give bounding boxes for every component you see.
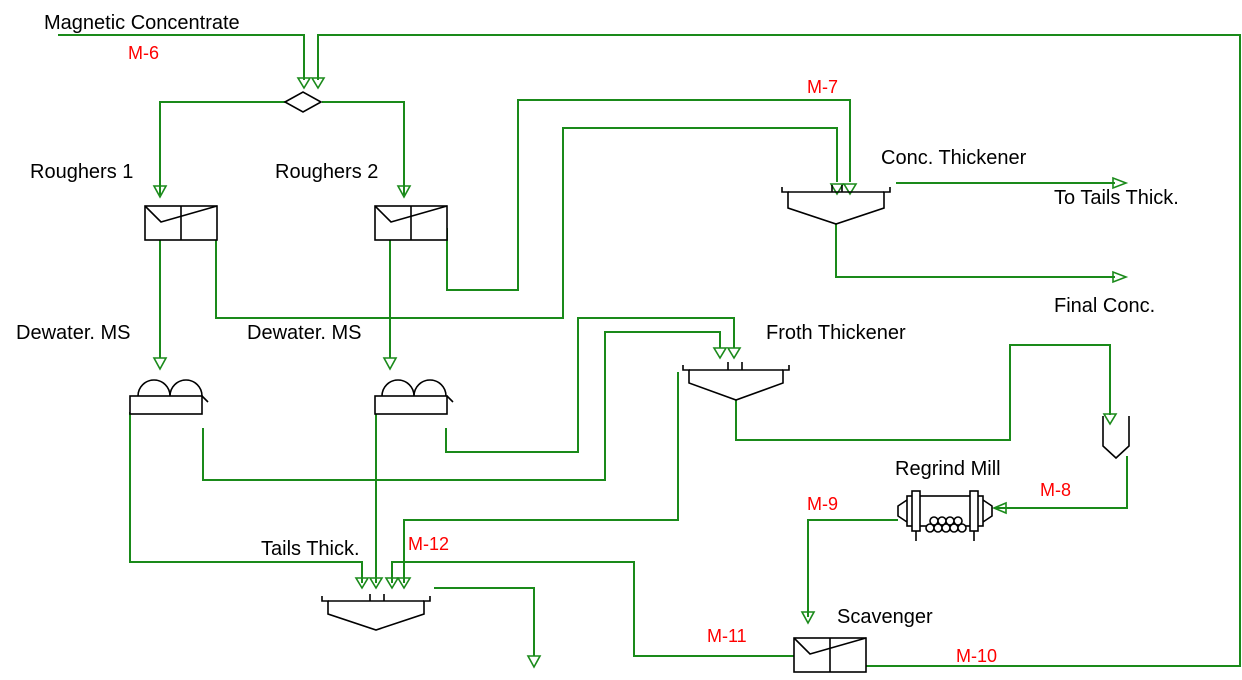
stream-label-m7: M-7	[807, 77, 838, 97]
line-tails-thick-out	[434, 587, 535, 656]
arrow-down	[726, 347, 742, 360]
arrow-down	[396, 185, 412, 199]
line-splitter-to-roughers-2	[322, 101, 405, 195]
stream-label-m12: M-12	[408, 534, 449, 554]
stream-label-m6: M-6	[128, 43, 159, 63]
regrind-mill-icon	[897, 490, 993, 541]
arrow-down	[396, 577, 412, 590]
arrow-down	[842, 183, 858, 196]
arrow-down	[152, 357, 168, 371]
tails-thickener-icon	[321, 594, 431, 631]
conc-thickener-icon	[781, 185, 891, 225]
froth-thickener-icon	[682, 362, 790, 401]
line-roughers1-to-conc-thickener	[215, 127, 838, 319]
magnetic-concentrate-label: Magnetic Concentrate	[44, 12, 240, 34]
arrowheads	[152, 77, 1129, 669]
arrow-down	[382, 357, 398, 371]
arrow-down	[296, 77, 312, 90]
sump-icon	[1102, 416, 1130, 460]
roughers-1-label: Roughers 1	[30, 161, 133, 183]
line-splitter-to-roughers-1	[159, 101, 285, 195]
scavenger-label: Scavenger	[837, 606, 933, 628]
conc-thickener-label: Conc. Thickener	[881, 147, 1027, 169]
line-m9	[807, 519, 898, 617]
stream-label-m8: M-8	[1040, 480, 1071, 500]
stream-label-m10: M-10	[956, 646, 997, 666]
stream-lines	[58, 34, 1241, 667]
regrind-mill-label: Regrind Mill	[895, 458, 1001, 480]
line-m8	[994, 456, 1128, 509]
dewater-ms-1-magnetic-separator-icon	[129, 379, 209, 415]
stream-label-m9: M-9	[807, 494, 838, 514]
arrow-right	[1112, 176, 1129, 190]
froth-thickener-label: Froth Thickener	[766, 322, 906, 344]
tails-thick-label: Tails Thick.	[261, 538, 360, 560]
scavenger-flotation-cell-icon	[793, 637, 867, 673]
line-m10-recycle	[317, 34, 1241, 667]
line-dewater2-to-froth	[445, 317, 735, 453]
arrow-down	[368, 577, 384, 590]
feed-line-magnetic-concentrate	[58, 34, 305, 80]
line-froth-overflow-to-tails	[403, 372, 679, 583]
line-m11-m12	[391, 561, 794, 657]
arrow-down	[1102, 413, 1118, 426]
line-m7	[446, 99, 851, 291]
arrow-left	[991, 501, 1007, 515]
splitter-icon	[283, 91, 323, 113]
dewater-ms-2-magnetic-separator-icon	[374, 379, 454, 415]
roughers-2-label: Roughers 2	[275, 161, 378, 183]
to-tails-thick-label: To Tails Thick.	[1054, 187, 1179, 209]
roughers-2-flotation-cell-icon	[374, 205, 448, 241]
line-final-conc	[835, 224, 1115, 278]
arrow-down	[526, 655, 542, 669]
roughers-1-flotation-cell-icon	[144, 205, 218, 241]
arrow-down	[354, 577, 370, 590]
arrow-down	[310, 77, 326, 90]
line-froth-to-sump	[735, 344, 1111, 441]
arrow-down	[829, 183, 845, 196]
arrow-down	[152, 185, 168, 199]
stream-label-m11: M-11	[707, 626, 747, 646]
line-dewater1-to-froth	[202, 331, 721, 481]
arrow-right	[1112, 270, 1129, 284]
arrow-down	[384, 577, 400, 590]
line-dewater1-tails	[129, 412, 363, 583]
final-conc-label: Final Conc.	[1054, 295, 1155, 317]
dewater-ms-1-label: Dewater. MS	[16, 322, 130, 344]
arrow-down	[800, 611, 816, 625]
arrow-down	[712, 347, 728, 360]
dewater-ms-2-label: Dewater. MS	[247, 322, 361, 344]
